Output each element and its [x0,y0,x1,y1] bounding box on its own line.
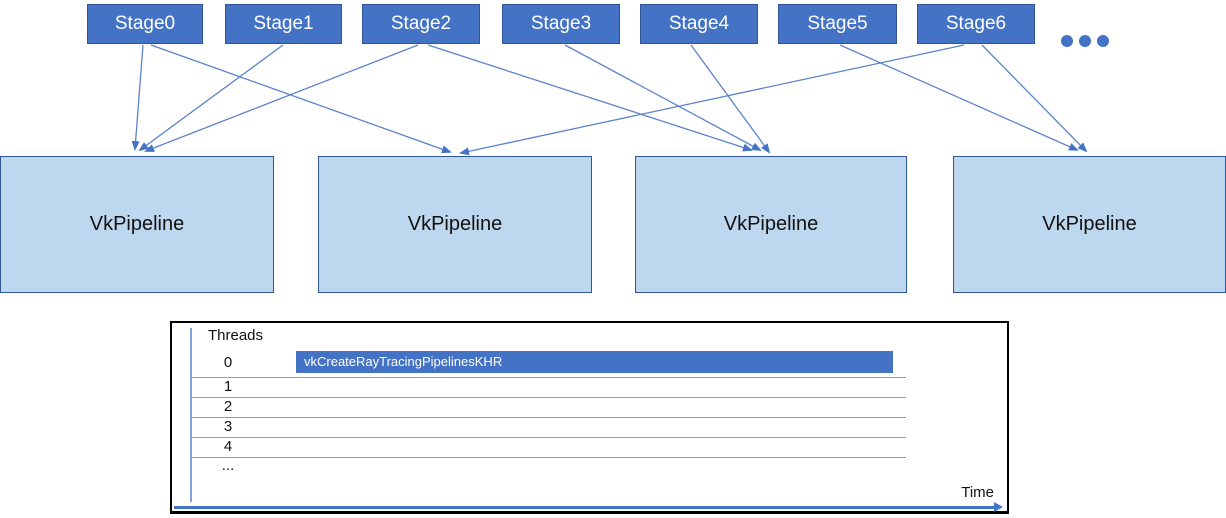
connector-stage0-pipeline2 [150,44,452,154]
connector-stage1-pipeline1 [138,44,284,152]
connector-stage5-pipeline4 [839,44,1079,151]
pipeline-box-4: VkPipeline [953,156,1226,293]
pipeline-label: VkPipeline [89,213,185,235]
thread-timeline-panel: Threads 0 1 2 3 4 ... vkCreateRayTracing… [170,321,1009,514]
ellipsis-dot [1097,35,1109,47]
stage-box-1: Stage1 [225,4,342,44]
connector-stage6-pipeline2 [459,44,965,156]
time-axis-arrow [174,506,994,509]
connector-stage3-pipeline3 [564,44,762,151]
threads-title: Threads [208,327,264,344]
stage-box-2: Stage2 [362,4,480,44]
thread-row-label-3: 3 [223,418,233,435]
thread-row-label-4: 4 [223,438,233,455]
stage-box-6: Stage6 [917,4,1035,44]
pipeline-box-2: VkPipeline [318,156,592,293]
pipeline-box-3: VkPipeline [635,156,907,293]
stage-box-3: Stage3 [502,4,620,44]
thread-row-label-0: 0 [223,354,233,371]
row-separator-line [190,377,906,378]
timeline-y-axis-line [190,328,192,502]
thread-row-label-1: 1 [223,378,233,395]
pipeline-label: VkPipeline [723,213,819,235]
pipeline-label: VkPipeline [1042,213,1137,235]
row-separator-line [190,457,906,458]
thread-row-label-2: 2 [223,398,233,415]
time-axis-label: Time [961,484,994,501]
ellipsis-dot [1061,35,1073,47]
connector-stage2-pipeline3 [427,44,753,152]
row-separator-line [190,437,906,438]
timeline-bar-label: vkCreateRayTracingPipelinesKHR [304,354,503,369]
stage-box-5: Stage5 [778,4,897,44]
pipeline-label: VkPipeline [407,213,503,235]
pipeline-box-1: VkPipeline [0,156,274,293]
thread-row-label-ellipsis: ... [221,457,235,474]
connector-stage0-pipeline1 [131,44,144,151]
connector-stage6-pipeline4 [981,44,1088,153]
ellipsis-icon [1061,35,1109,47]
stage-box-0: Stage0 [87,4,203,44]
connector-stage2-pipeline1 [144,44,419,152]
stage-box-4: Stage4 [640,4,758,44]
time-axis-arrowhead-icon [994,502,1003,512]
row-separator-line [190,417,906,418]
timeline-bar: vkCreateRayTracingPipelinesKHR [296,351,893,373]
row-separator-line [190,397,906,398]
connector-stage4-pipeline3 [690,44,771,154]
ellipsis-dot [1079,35,1091,47]
